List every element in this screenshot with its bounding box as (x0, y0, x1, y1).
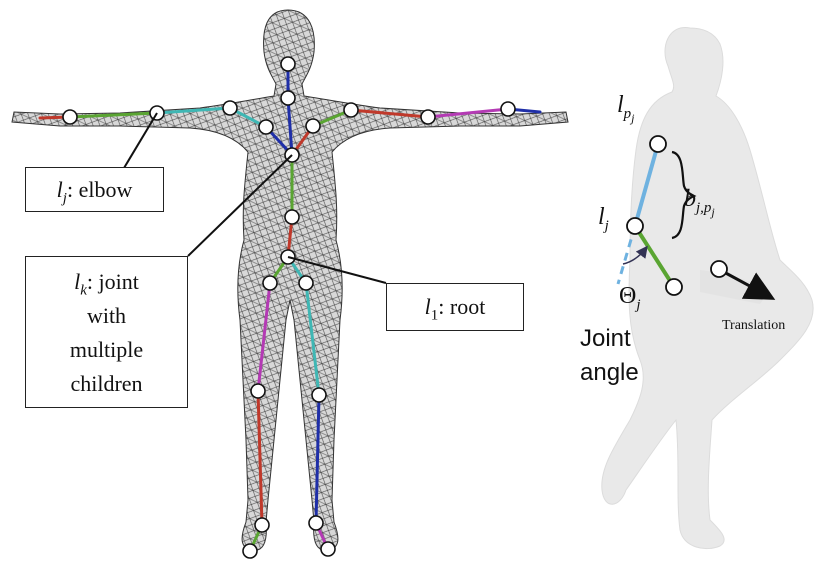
label-root-var: l (424, 294, 431, 319)
label-multi-line2: with (86, 303, 127, 328)
mesh-body (11, 9, 569, 551)
joint-wrist-l (500, 101, 516, 117)
label-root-text: : root (438, 294, 486, 319)
joint-elbow-l (420, 109, 436, 125)
label-multi-line3: multiple (69, 337, 144, 362)
label-root-sub: 1 (430, 307, 439, 324)
bone-neck (286, 96, 294, 157)
label-parent-joint: lpj (617, 92, 635, 124)
label-multi-line4: children (70, 371, 143, 396)
leader-root (287, 256, 387, 284)
joint-child (665, 278, 683, 296)
angle-arc (622, 245, 648, 265)
joint-ankle-r (254, 517, 270, 533)
translation-arrow (721, 269, 776, 300)
label-joint-angle: Joint angle (580, 322, 639, 390)
label-multi-sub: k (80, 282, 87, 299)
bone-shin-l (314, 393, 321, 525)
joint-var: l (598, 204, 605, 230)
joint-foot-r (242, 543, 258, 559)
joint-root-translation (710, 260, 728, 278)
joint-shoulder-r (222, 100, 238, 116)
label-elbow-var: l (56, 177, 63, 202)
bone-child (633, 224, 676, 289)
joint-shoulder-l (343, 102, 359, 118)
joint-clavicle-l (305, 118, 321, 134)
leader-lines (123, 112, 387, 284)
angle-sub: j (636, 296, 641, 313)
bone-extension-dashed (616, 225, 637, 285)
label-multi-var: l (74, 269, 81, 294)
label-translation: Translation (722, 318, 786, 333)
joint-hip-l (298, 275, 314, 291)
label-multi-children: lk: joint with multiple children (25, 256, 188, 408)
parent-joint-sub: p (623, 105, 632, 122)
angle-var: Θ (619, 283, 637, 309)
parent-joint-subsub: j (631, 110, 635, 125)
bone-shin-r (256, 389, 264, 527)
bone-forearm-l (426, 107, 510, 119)
joint-knee-l (311, 387, 327, 403)
label-root: l1: root (386, 283, 524, 331)
bone-length-brace (671, 150, 697, 240)
label-elbow: lj: elbow (25, 167, 164, 212)
bone-parent (633, 143, 660, 227)
joint-spine (284, 209, 300, 225)
joint-angle-line1: Joint (580, 325, 631, 352)
joint-wrist-r (62, 109, 78, 125)
bone-upperarm-l (349, 108, 430, 119)
label-elbow-sub: j (62, 190, 67, 207)
joint-ankle-l (308, 515, 324, 531)
label-joint: lj (598, 204, 609, 234)
parent-joint-var: l (617, 92, 624, 118)
bone-sub: j,p (696, 199, 712, 216)
leader-multi-children (187, 154, 293, 257)
joint-neck (280, 90, 296, 106)
label-angle-symbol: Θj (619, 283, 641, 313)
bone-subsub: j (711, 204, 715, 219)
label-multi-line1: : joint (86, 269, 139, 294)
label-bone-length: bj,pj (684, 186, 715, 218)
joint-sub: j (604, 217, 609, 234)
joint-lj (626, 217, 644, 235)
joint-parent-lpj (649, 135, 667, 153)
bone-upperarm-r (155, 106, 232, 115)
joint-knee-r (250, 383, 266, 399)
bone-forearm-r (68, 111, 159, 119)
label-elbow-text: : elbow (66, 177, 133, 202)
joint-head (280, 56, 296, 72)
joint-foot-l (320, 541, 336, 557)
joint-clavicle-r (258, 119, 274, 135)
bone-thigh-r (256, 281, 272, 393)
bone-var: b (684, 186, 696, 212)
right-skeleton (616, 135, 776, 300)
joint-hip-r (262, 275, 278, 291)
joint-angle-line2: angle (580, 359, 639, 386)
bone-thigh-l (304, 281, 321, 397)
leader-elbow (123, 112, 158, 169)
